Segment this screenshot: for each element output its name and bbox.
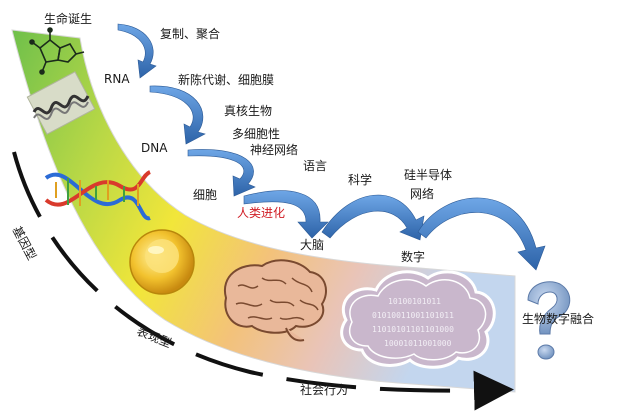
label-metabolism: 新陈代谢、细胞膜 (178, 73, 275, 87)
axis-label-social: 社会行为 (300, 383, 349, 397)
dna-helix-icon (44, 170, 152, 221)
label-origin: 生命诞生 (44, 12, 93, 26)
label-digital: 数字 (401, 250, 426, 264)
arrow-origin-to-rna (117, 23, 157, 79)
brain-icon (223, 259, 327, 342)
label-brain: 大脑 (300, 238, 325, 252)
arrow-rna-to-dna (149, 85, 206, 145)
cell-icon (129, 229, 195, 295)
binary-line: 10001011001000 (384, 339, 452, 348)
label-semiconductor-2: 网络 (410, 187, 435, 201)
digital-cloud-icon (340, 270, 496, 369)
label-rna: RNA (104, 72, 130, 86)
label-semiconductor-1: 硅半导体 (404, 168, 453, 182)
axis-curve (12, 151, 514, 411)
label-language: 语言 (303, 159, 328, 173)
rna-strand-icon (26, 71, 96, 135)
binary-line: 10100101011 (388, 297, 441, 306)
label-eukaryote: 真核生物 (224, 104, 273, 118)
arrow-dna-to-cell (187, 149, 256, 197)
label-cell: 细胞 (193, 188, 218, 202)
arrow-brain-to-digital (321, 194, 425, 241)
molecule-icon (29, 27, 85, 75)
label-science: 科学 (348, 173, 373, 187)
binary-line: 01010011001101011 (372, 311, 454, 320)
label-dna: DNA (141, 141, 168, 155)
label-neural: 神经网络 (250, 143, 299, 157)
arrow-digital-to-fusion (417, 197, 546, 271)
label-fusion: 生物数字融合 (522, 312, 595, 326)
binary-line: 11010101101101000 (372, 325, 454, 334)
label-multicellular: 多细胞性 (232, 127, 281, 141)
label-human-evolution: 人类进化 (237, 206, 286, 220)
label-replication: 复制、聚合 (160, 27, 221, 41)
question-mark-icon (527, 281, 571, 360)
arrow-cell-to-brain (243, 190, 329, 239)
progression-arrows (117, 23, 546, 271)
